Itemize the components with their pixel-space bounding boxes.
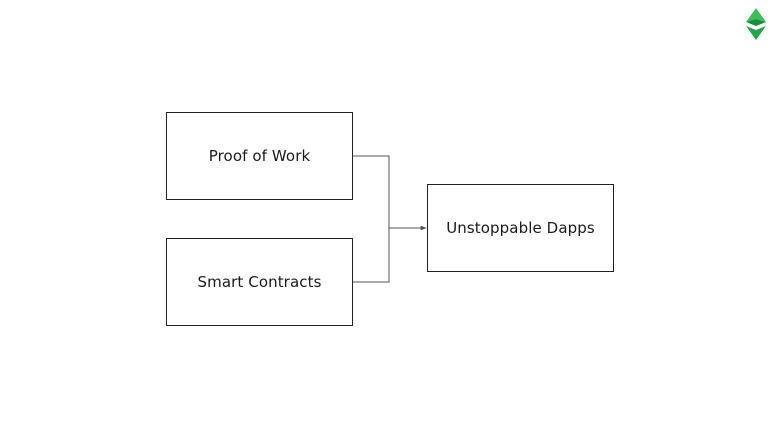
edge-proof-of-work-to-merge	[353, 155, 390, 228]
node-proof-of-work: Proof of Work	[166, 112, 353, 200]
node-label-unstoppable-dapps: Unstoppable Dapps	[446, 219, 595, 237]
node-label-smart-contracts: Smart Contracts	[197, 273, 322, 291]
node-unstoppable-dapps: Unstoppable Dapps	[427, 184, 614, 272]
ethereum-classic-logo-icon	[746, 8, 766, 40]
edge-smart-contracts-to-merge	[353, 228, 390, 283]
node-smart-contracts: Smart Contracts	[166, 238, 353, 326]
node-label-proof-of-work: Proof of Work	[208, 147, 311, 165]
